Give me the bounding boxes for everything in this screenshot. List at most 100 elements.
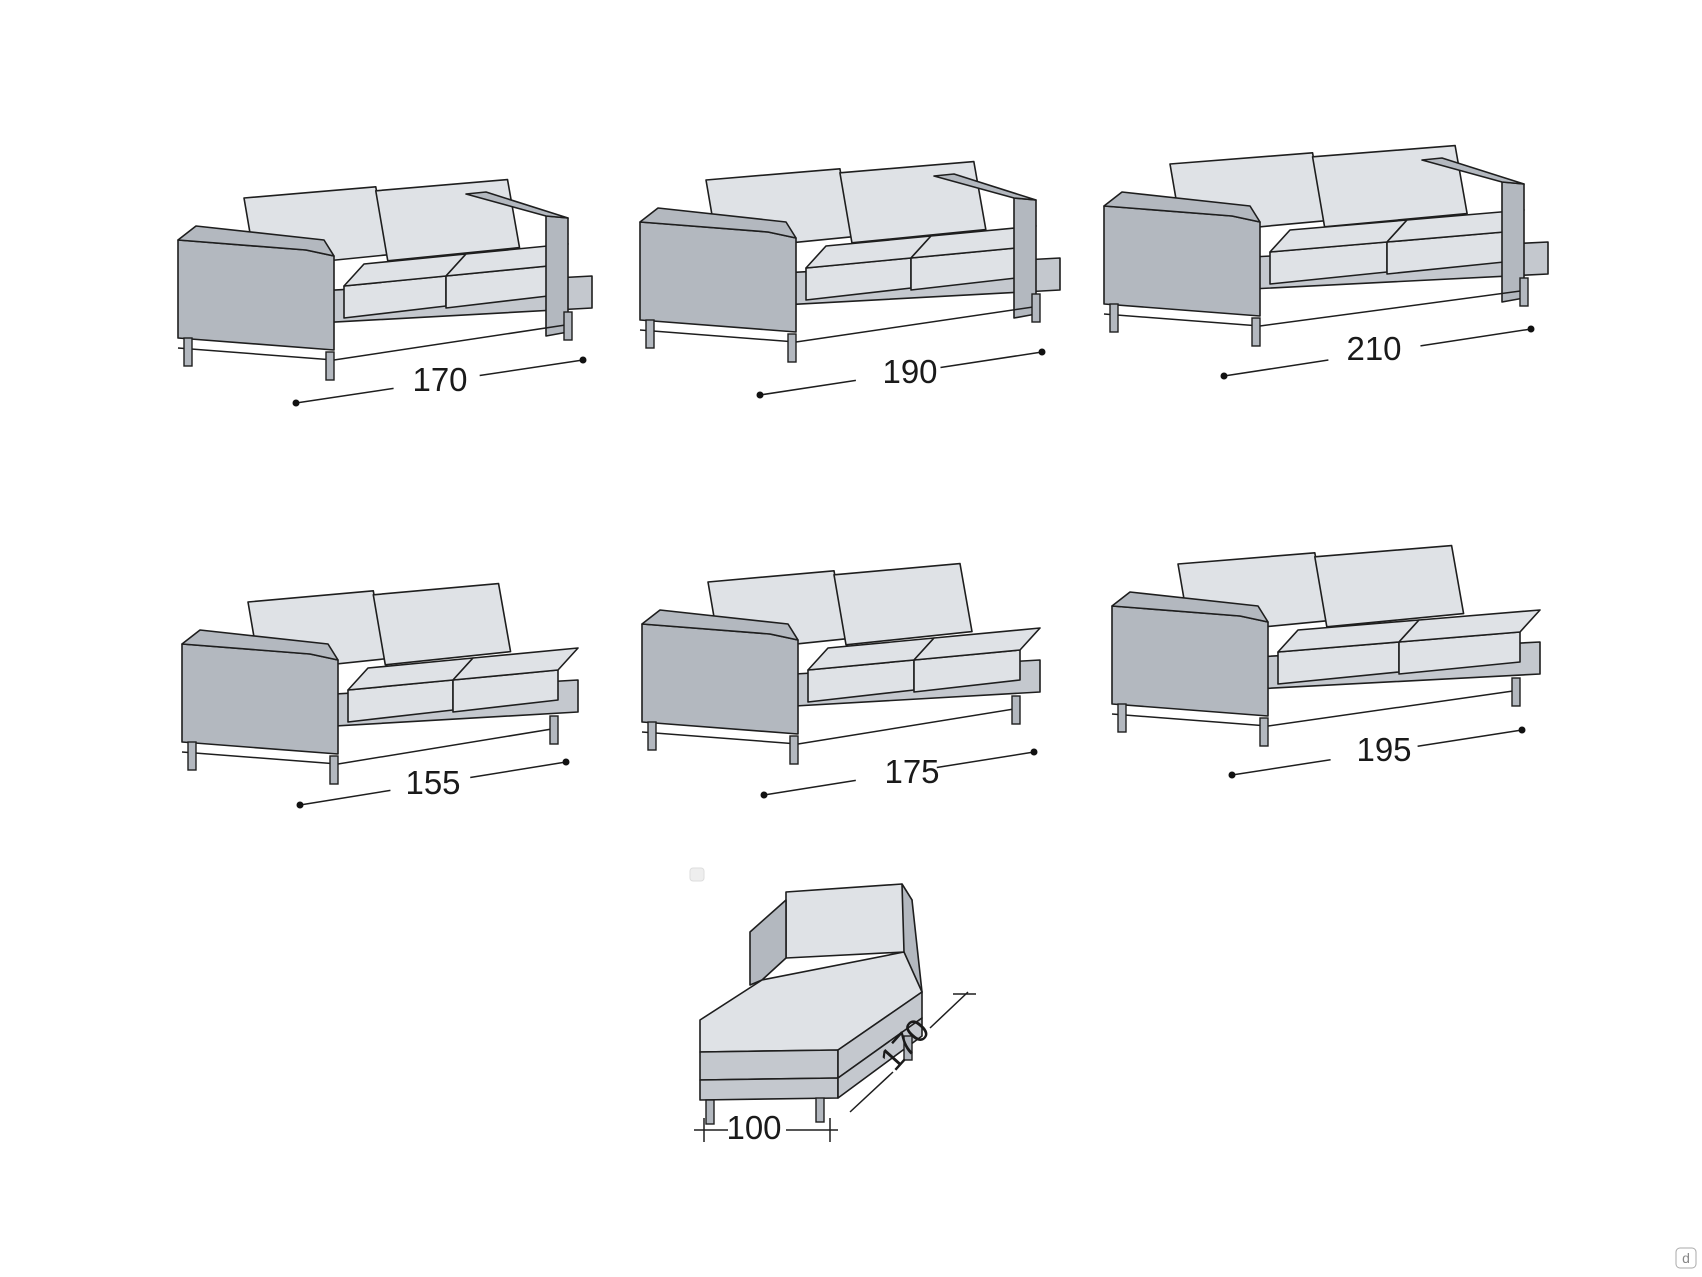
chaise-illustration <box>694 883 976 1142</box>
dim-label-chaise-width: 100 <box>726 1109 781 1146</box>
back-cushion <box>833 562 973 646</box>
corner-logo-mark: d <box>1682 1250 1690 1266</box>
sofa-195-dimension-line-left <box>1231 758 1331 776</box>
left-arm-top <box>639 207 797 239</box>
sofa-leg <box>187 741 197 771</box>
sofa-155-illustration <box>181 582 579 809</box>
sofa-175-illustration <box>641 562 1041 799</box>
base-rail <box>641 731 799 745</box>
sofa-210-illustration <box>1103 144 1549 380</box>
sofa-175-dimension-endpoint <box>1030 748 1038 756</box>
sofa-175-dimension-line-left <box>763 779 856 796</box>
sofa-190-dimension-line-left <box>759 379 856 396</box>
chaise-leg <box>815 1097 825 1123</box>
chaise-depth-line-upper <box>929 991 969 1029</box>
sofa-170-dimension-line-left <box>295 387 394 404</box>
left-arm <box>177 239 335 351</box>
base-rail <box>1259 289 1529 327</box>
sofa-195-illustration <box>1111 544 1541 779</box>
back-cushion <box>374 178 521 262</box>
back-cushion <box>839 160 987 244</box>
chaise-left-arm <box>749 899 787 986</box>
sofa-210-dimension-line-right <box>1420 328 1532 347</box>
back-cushion <box>1311 144 1468 228</box>
left-arm-top <box>641 609 799 641</box>
base-rail <box>177 347 335 361</box>
chaise-seat-front <box>699 1049 839 1081</box>
sofa-leg <box>647 721 657 751</box>
dim-label-sofa-3: 210 <box>1346 330 1401 367</box>
left-arm-top <box>177 225 335 257</box>
sofa-leg <box>563 311 573 341</box>
right-arm-top <box>465 191 569 219</box>
sofa-170-dimension-endpoint <box>579 356 587 364</box>
sofa-leg <box>789 735 799 765</box>
sofa-155-dimension-line-right <box>470 761 567 779</box>
base-rail <box>181 751 339 765</box>
sofa-155-dimension-endpoint <box>562 758 570 766</box>
left-arm <box>181 643 339 755</box>
left-arm-top <box>1103 191 1261 223</box>
sofa-190-dimension-line-right <box>940 351 1043 369</box>
corner-logo: d <box>1675 1247 1697 1269</box>
sofa-170-illustration <box>177 178 593 407</box>
right-arm-top <box>1421 157 1525 185</box>
left-arm <box>1111 605 1269 717</box>
dim-label-sofa-1: 170 <box>412 361 467 398</box>
sofa-195-dimension-endpoint <box>1518 726 1526 734</box>
dim-label-sofa-6: 195 <box>1356 731 1411 768</box>
right-arm-top <box>933 173 1037 201</box>
sofa-170-dimension-endpoint <box>292 399 300 407</box>
base-rail <box>639 329 797 343</box>
sofa-leg <box>1117 703 1127 733</box>
base-rail <box>337 727 559 765</box>
sofa-leg <box>329 755 339 785</box>
left-arm <box>641 623 799 735</box>
sofa-leg <box>645 319 655 349</box>
back-cushion <box>372 582 512 666</box>
sofa-210-dimension-endpoint <box>1220 372 1228 380</box>
left-arm <box>639 221 797 333</box>
sofa-leg <box>1259 717 1269 747</box>
seat-cushion-top <box>913 627 1041 661</box>
base-rail <box>797 707 1021 745</box>
sofa-leg <box>549 715 559 745</box>
sofa-leg <box>1109 303 1119 333</box>
chaise-leg <box>705 1099 715 1125</box>
dim-label-sofa-4: 155 <box>405 764 460 801</box>
sofa-leg <box>1031 293 1041 323</box>
back-cushion <box>1314 544 1465 628</box>
seat-cushion-top <box>1398 609 1541 643</box>
sofa-leg <box>183 337 193 367</box>
dim-label-sofa-2: 190 <box>882 353 937 390</box>
sofa-leg <box>1011 695 1021 725</box>
base-rail <box>795 305 1041 343</box>
sofa-leg <box>787 333 797 363</box>
sofa-leg <box>1519 277 1529 307</box>
sofa-leg <box>1511 677 1521 707</box>
left-arm-top <box>181 629 339 661</box>
chaise-base-side <box>837 1017 923 1099</box>
sofa-155-dimension-endpoint <box>296 801 304 809</box>
dim-label-sofa-5: 175 <box>884 753 939 790</box>
sofa-195-dimension-endpoint <box>1228 771 1236 779</box>
sofa-210-dimension-endpoint <box>1527 325 1535 333</box>
sofa-190-dimension-endpoint <box>1038 348 1046 356</box>
seat-cushion-top <box>452 647 579 681</box>
sofa-210-dimension-line-left <box>1223 359 1329 377</box>
sofa-195-dimension-line-right <box>1417 729 1523 747</box>
chaise-base <box>699 1077 839 1101</box>
chaise-leg <box>903 1035 913 1061</box>
chaise-back-cushion <box>785 883 913 959</box>
base-rail <box>1103 313 1261 327</box>
left-arm <box>1103 205 1261 317</box>
sofa-leg <box>325 351 335 381</box>
base-rail <box>1111 713 1269 727</box>
sofa-190-dimension-endpoint <box>756 391 764 399</box>
chaise-depth-line-lower <box>849 1071 894 1113</box>
base-rail <box>1267 689 1521 727</box>
left-arm-top <box>1111 591 1269 623</box>
sofa-leg <box>1251 317 1261 347</box>
sofa-175-dimension-endpoint <box>760 791 768 799</box>
